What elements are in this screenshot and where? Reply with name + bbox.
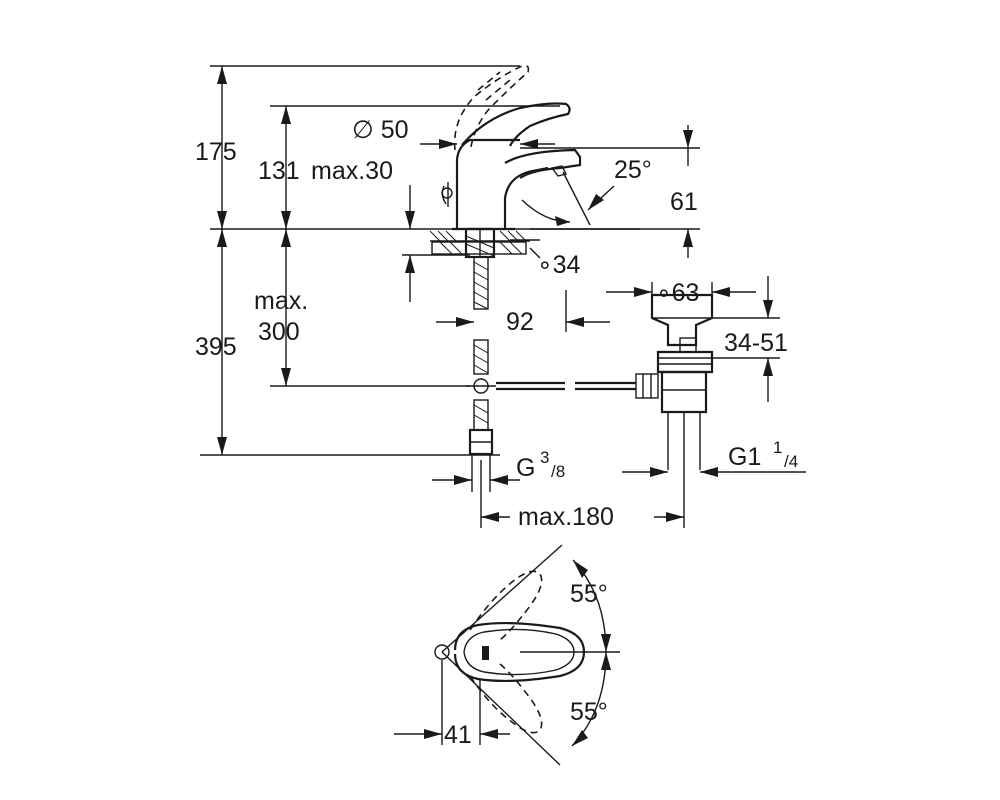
top-view: [394, 544, 620, 766]
deck-section: [429, 227, 530, 259]
label-max: max.: [254, 287, 308, 315]
dimension-max180: [480, 460, 684, 528]
label-rotation-up: 55°: [570, 580, 608, 608]
dimension-395: [217, 229, 227, 455]
flex-hose: [466, 256, 496, 456]
dimension-thread-hose: [432, 455, 520, 492]
thread-hose-main: G: [516, 454, 535, 482]
dimension-max300: [281, 229, 291, 386]
label-thread-hose: G: [516, 454, 535, 482]
dimension-diameter-34: [510, 239, 541, 259]
thread-waste-den: /4: [784, 452, 798, 471]
dimension-max30: [405, 185, 415, 302]
label-max30: max.30: [311, 157, 393, 185]
dimension-131: [281, 106, 291, 229]
label-rotation-down: 55°: [570, 698, 608, 726]
label-41: 41: [444, 721, 472, 749]
dimension-92: [436, 290, 610, 332]
thread-hose-den: /8: [551, 462, 565, 481]
label-thread-waste: G1: [728, 443, 761, 471]
label-300: 300: [258, 318, 300, 346]
label-max180: max.180: [518, 503, 614, 531]
faucet-body: [441, 64, 582, 231]
thread-waste-main: G1: [728, 443, 761, 471]
label-34-51: 34-51: [724, 329, 788, 357]
label-175: 175: [195, 138, 237, 166]
thread-hose-num: 3: [540, 448, 549, 467]
dimension-34-51: [712, 276, 780, 402]
label-angle-25: 25°: [614, 156, 652, 184]
dimension-angle-25: [521, 171, 615, 226]
dimension-diameter-50: [420, 139, 555, 149]
label-diameter-34: ∘34: [537, 251, 581, 279]
extension-lines: [200, 65, 700, 456]
dimension-thread-waste: [622, 467, 806, 477]
thread-waste-num: 1: [773, 438, 782, 457]
dimension-diameter-63: [606, 282, 756, 300]
dimension-61: [683, 125, 693, 258]
label-395: 395: [195, 333, 237, 361]
label-131: 131: [258, 157, 300, 185]
label-diameter-63: ∘63: [656, 279, 699, 307]
label-61: 61: [670, 188, 698, 216]
label-92: 92: [506, 308, 534, 336]
dimension-175: [217, 66, 227, 229]
waste-assembly: [496, 293, 714, 528]
label-diameter-50: ∅ 50: [352, 116, 409, 144]
